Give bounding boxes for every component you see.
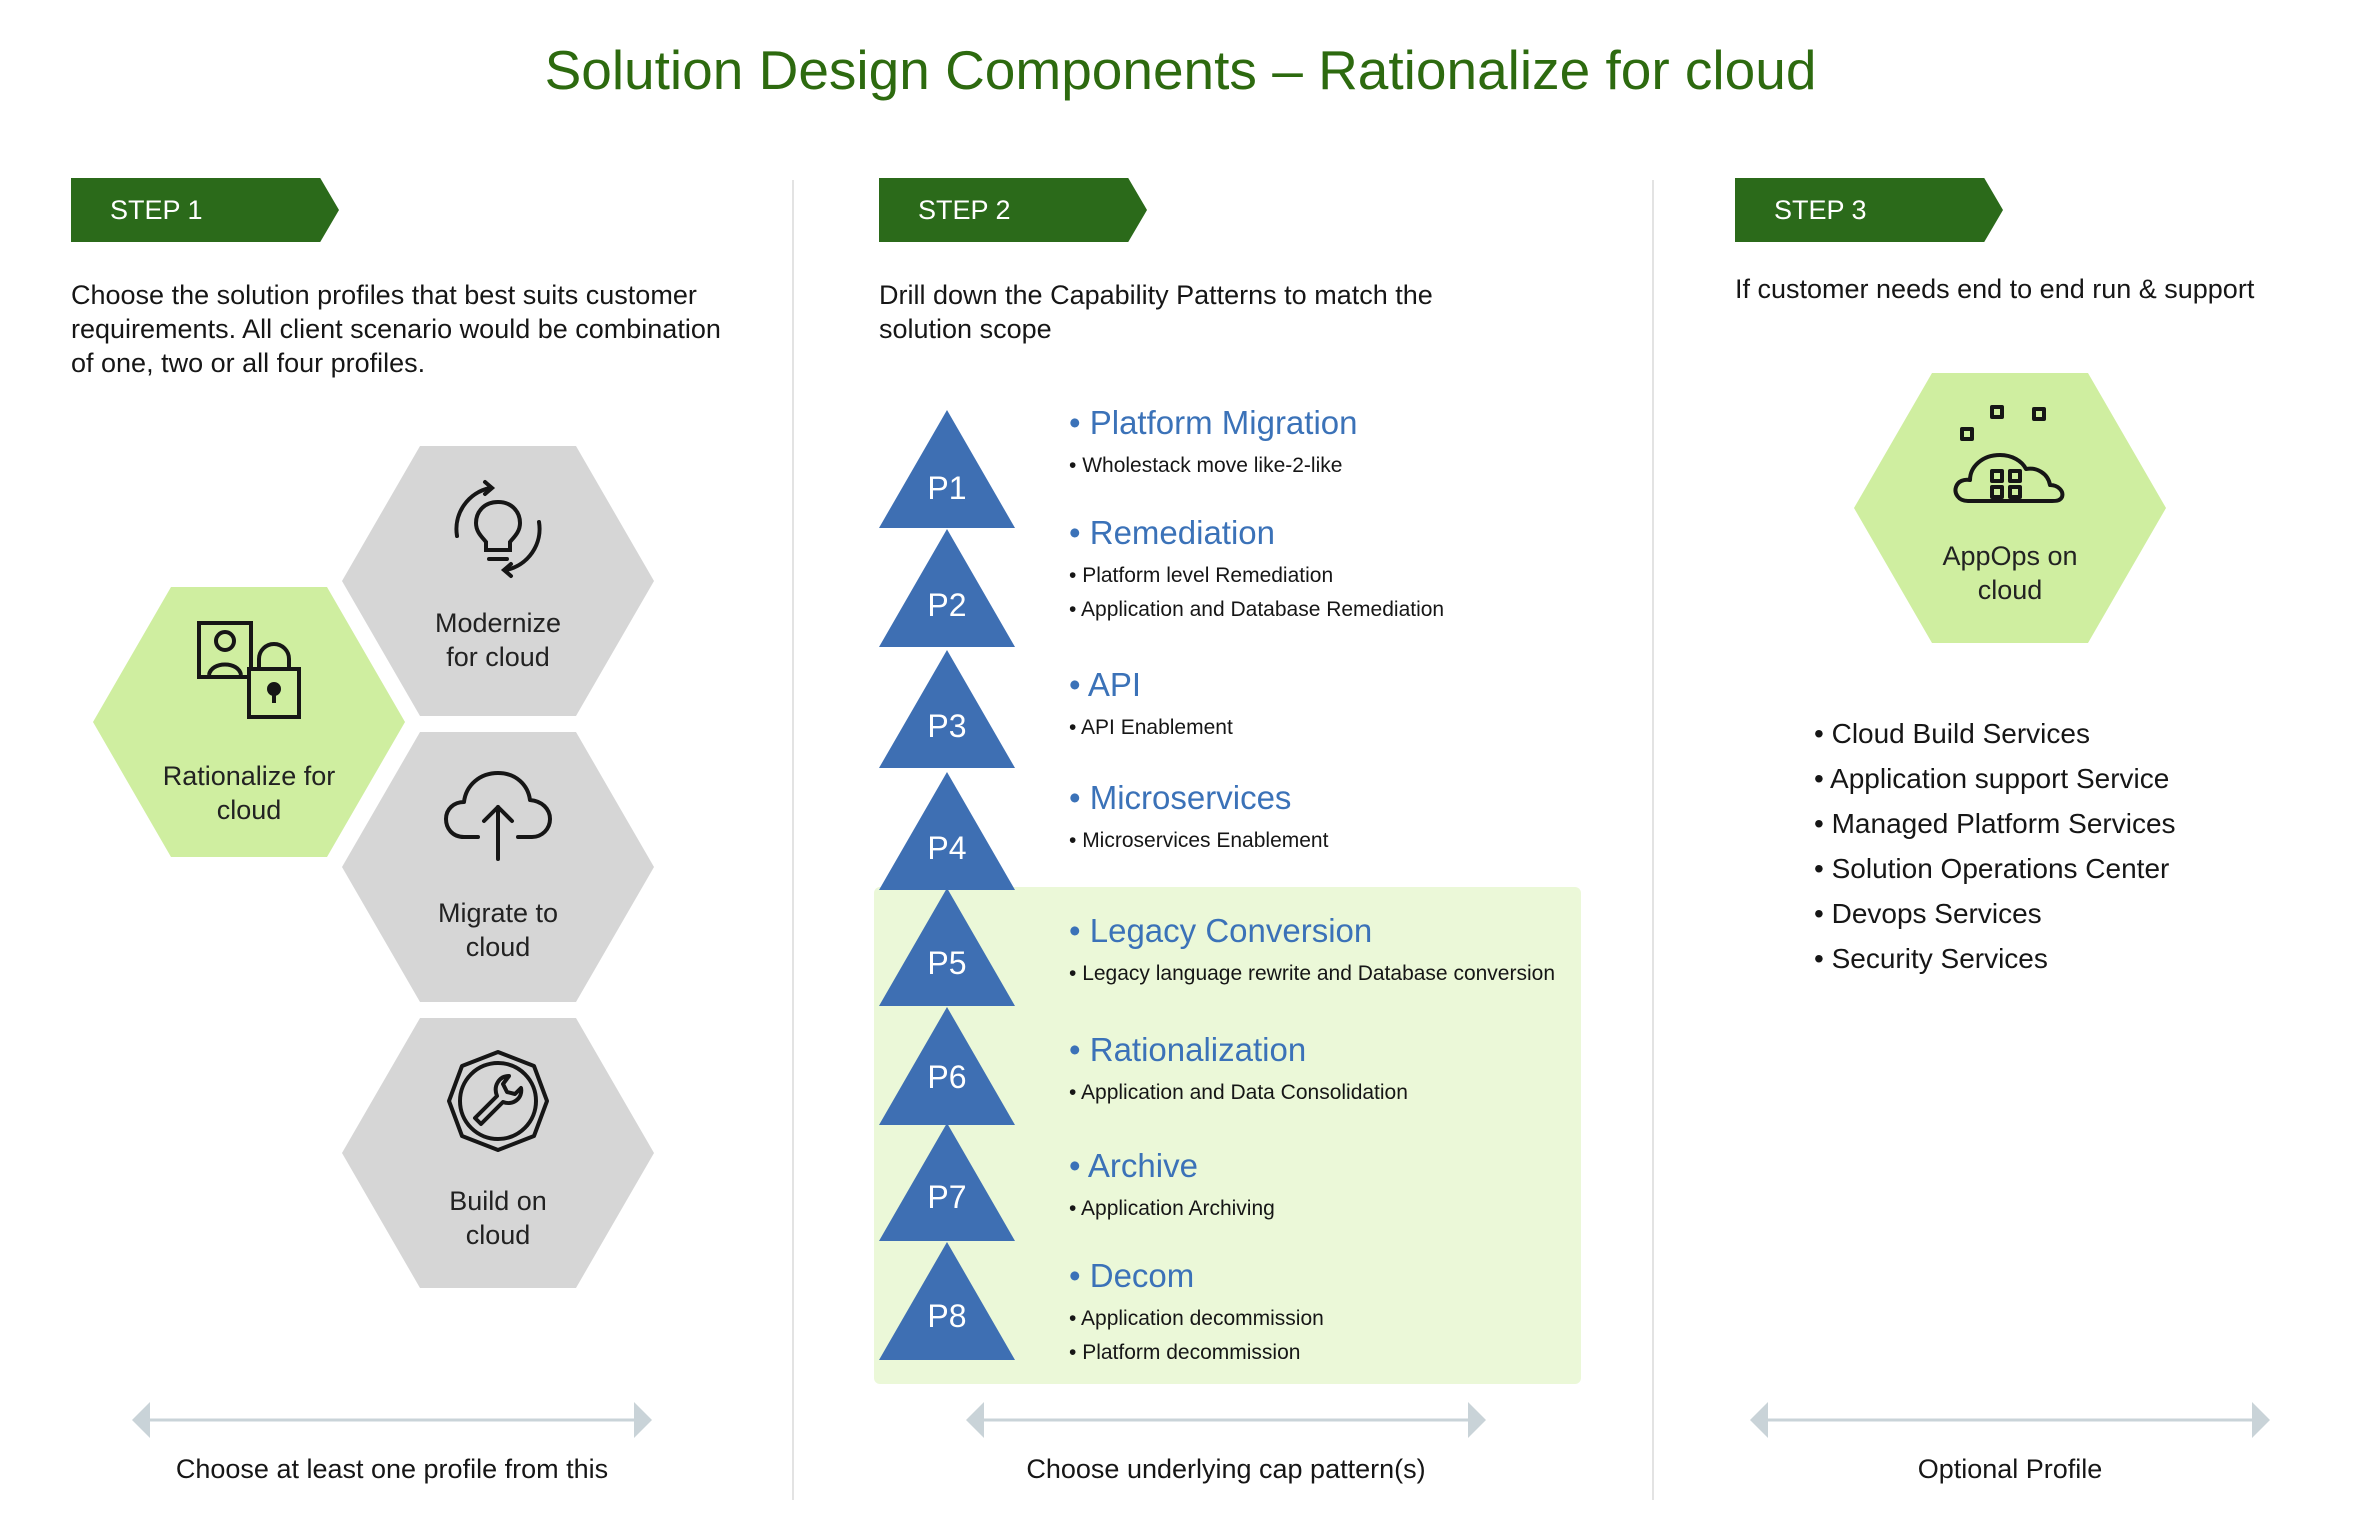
pattern-title: • Remediation <box>1069 514 1276 551</box>
profile-rationalize-hex[interactable]: Rationalize for cloud <box>93 587 405 857</box>
pattern-title: • Rationalization <box>1069 1031 1307 1068</box>
pattern-p5-text: • Legacy Conversion • Legacy language re… <box>1069 912 1555 986</box>
pattern-id: P8 <box>927 1298 967 1334</box>
list-item: • Managed Platform Services <box>1814 808 2176 839</box>
pattern-item: • Legacy language rewrite and Database c… <box>1069 962 1555 985</box>
step-2-tag: STEP 2 <box>879 178 1147 242</box>
pattern-title: • Platform Migration <box>1069 404 1358 441</box>
pattern-p7-marker[interactable]: P7 <box>879 1123 1015 1241</box>
step-3-description: If customer needs end to end run & suppo… <box>1735 274 2255 304</box>
cloud-grid-icon <box>1953 405 2065 503</box>
page-title: Solution Design Components – Rationalize… <box>544 39 1817 101</box>
pattern-p2-marker[interactable]: P2 <box>879 529 1015 647</box>
pattern-p8-text: • Decom • Application decommission • Pla… <box>1069 1257 1324 1365</box>
pattern-item: • Application and Database Remediation <box>1069 598 1445 621</box>
pattern-item: • Application decommission <box>1069 1307 1324 1330</box>
pattern-p1-text: • Platform Migration • Wholestack move l… <box>1069 404 1358 478</box>
lightbulb-refresh-icon <box>454 480 542 578</box>
profile-build-label: Build on cloud <box>449 1186 547 1250</box>
pattern-id: P4 <box>927 830 967 866</box>
pattern-id: P7 <box>927 1179 967 1215</box>
pattern-item: • Platform level Remediation <box>1069 564 1334 587</box>
pattern-p4-marker[interactable]: P4 <box>879 772 1015 890</box>
column-divider <box>792 180 794 1500</box>
user-lock-icon <box>197 621 301 719</box>
pattern-p8-marker[interactable]: P8 <box>879 1242 1015 1360</box>
pattern-p6-text: • Rationalization • Application and Data… <box>1069 1031 1408 1105</box>
pattern-p4-text: • Microservices • Microservices Enableme… <box>1069 779 1328 853</box>
pattern-item: • API Enablement <box>1069 716 1233 739</box>
pattern-title: • Legacy Conversion <box>1069 912 1373 949</box>
profile-modernize-hex[interactable]: Modernize for cloud <box>342 446 654 716</box>
profile-build-hex[interactable]: Build on cloud <box>342 1018 654 1288</box>
step-3-footer: Optional Profile <box>1917 1454 2103 1484</box>
pattern-item: • Application and Data Consolidation <box>1069 1081 1408 1104</box>
step-2-description: Drill down the Capability Patterns to ma… <box>879 280 1433 344</box>
pattern-item: • Platform decommission <box>1069 1341 1301 1364</box>
pattern-item: • Microservices Enablement <box>1069 829 1329 852</box>
profile-modernize-label: Modernize for cloud <box>434 608 562 672</box>
profile-rationalize-label: Rationalize for cloud <box>162 761 336 825</box>
pattern-id: P6 <box>927 1059 967 1095</box>
list-item: • Solution Operations Center <box>1814 853 2170 884</box>
list-item: • Security Services <box>1814 943 2048 974</box>
step-1-tag: STEP 1 <box>71 178 339 242</box>
cloud-upload-icon <box>444 771 552 861</box>
pattern-title: • Archive <box>1069 1147 1198 1184</box>
list-item: • Devops Services <box>1814 898 2042 929</box>
range-arrow <box>1750 1402 2270 1438</box>
pattern-id: P3 <box>927 708 967 744</box>
pattern-p3-marker[interactable]: P3 <box>879 650 1015 768</box>
appops-hex[interactable]: AppOps on cloud <box>1854 373 2166 643</box>
pattern-id: P2 <box>927 587 967 623</box>
appops-label: AppOps on cloud <box>1942 541 2078 605</box>
step-3-tag: STEP 3 <box>1735 178 2003 242</box>
range-arrow <box>966 1402 1486 1438</box>
list-item: • Application support Service <box>1814 763 2170 794</box>
pattern-title: • Microservices <box>1069 779 1292 816</box>
column-divider <box>1652 180 1654 1500</box>
pattern-title: • Decom <box>1069 1257 1195 1294</box>
pattern-p7-text: • Archive • Application Archiving <box>1069 1147 1275 1221</box>
pattern-id: P1 <box>927 470 967 506</box>
range-arrow <box>132 1402 652 1438</box>
pattern-id: P5 <box>927 945 967 981</box>
step-1-footer: Choose at least one profile from this <box>175 1454 609 1484</box>
pattern-title: • API <box>1069 666 1142 703</box>
pattern-item: • Wholestack move like-2-like <box>1069 454 1343 477</box>
pattern-p3-text: • API • API Enablement <box>1069 666 1233 740</box>
services-list: • Cloud Build Services • Application sup… <box>1814 718 2176 988</box>
list-item: • Cloud Build Services <box>1814 718 2090 749</box>
step-1-description: Choose the solution profiles that best s… <box>71 280 721 378</box>
pattern-item: • Application Archiving <box>1069 1197 1275 1220</box>
profile-migrate-label: Migrate to cloud <box>437 898 559 962</box>
step-2-footer: Choose underlying cap pattern(s) <box>1026 1454 1426 1484</box>
wrench-gear-icon <box>447 1050 549 1152</box>
pattern-p6-marker[interactable]: P6 <box>879 1007 1015 1125</box>
triangle-shape <box>879 410 1015 528</box>
pattern-p2-text: • Remediation • Platform level Remediati… <box>1069 514 1444 622</box>
pattern-p5-marker[interactable]: P5 <box>879 888 1015 1006</box>
pattern-p1-marker[interactable]: P1 <box>879 410 1015 528</box>
profile-migrate-hex[interactable]: Migrate to cloud <box>342 732 654 1002</box>
